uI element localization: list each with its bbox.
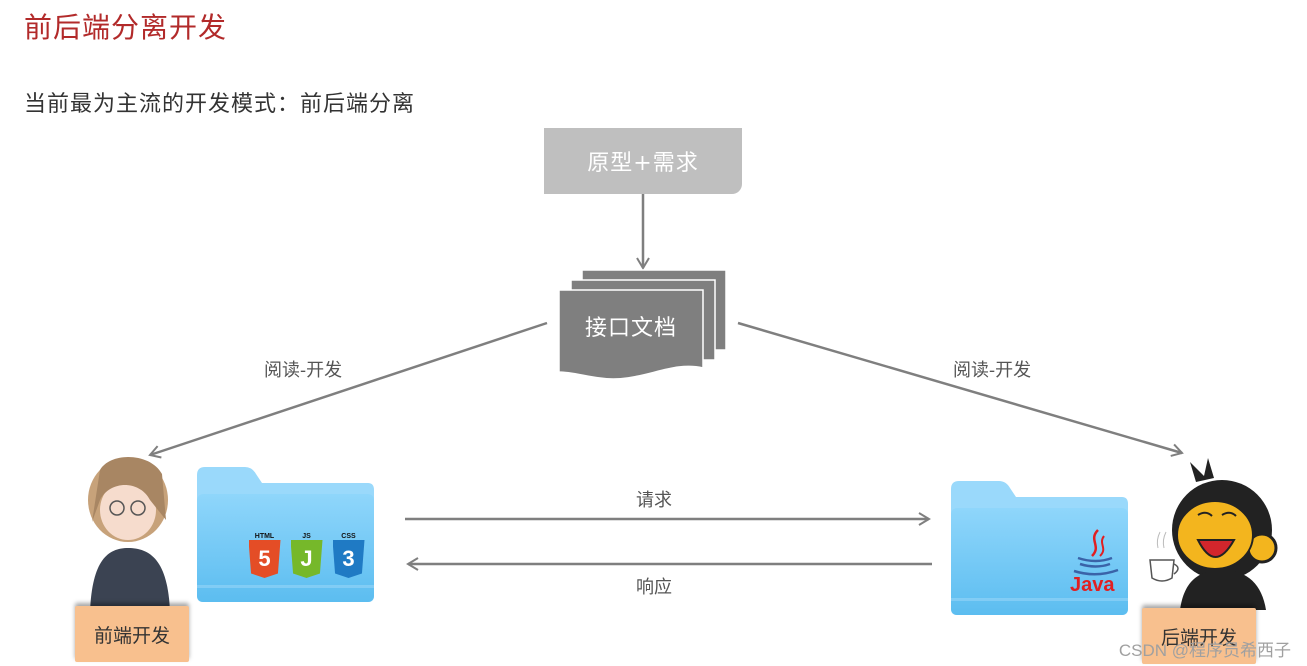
page-subtitle: 当前最为主流的开发模式：前后端分离 [24, 92, 416, 117]
js-label: JS [302, 533, 311, 540]
frontend-dev-node: 前端开发 [75, 606, 189, 662]
backend-dev-label: 后端开发 [1160, 626, 1237, 649]
html5-badge: HTML 5 [248, 533, 281, 578]
java-logo-icon [1073, 529, 1119, 576]
api-doc-stack-icon [558, 269, 727, 380]
css3-badge: CSS 3 [332, 533, 365, 578]
arrow-doc-to-frontend [148, 321, 548, 459]
frontend-developer-avatar [88, 456, 170, 612]
html5-shield-icon: 5 [248, 540, 281, 578]
page-title: 前后端分离开发 [24, 11, 228, 44]
backend-developer-avatar [1149, 458, 1278, 610]
frontend-tech-badges: HTML 5 JS J CSS 3 [248, 533, 365, 578]
js-badge: JS J [290, 533, 323, 578]
css3-label: CSS [341, 533, 356, 540]
prototype-requirements-label: 原型+需求 [587, 151, 699, 176]
edge-label-read-dev-right: 阅读-开发 [953, 360, 1032, 381]
api-doc-label: 接口文档 [584, 316, 677, 341]
backend-dev-node: 后端开发 [1142, 608, 1256, 664]
prototype-requirements-node: 原型+需求 [544, 128, 742, 194]
backend-folder-icon [951, 481, 1128, 615]
edge-label-response: 响应 [636, 577, 672, 598]
frontend-folder-icon [197, 467, 374, 602]
watermark: CSDN @程序员希西子 [1118, 641, 1291, 660]
edge-label-read-dev-left: 阅读-开发 [264, 360, 343, 381]
frontend-dev-label: 前端开发 [93, 624, 170, 647]
arrow-doc-to-backend [737, 321, 1184, 457]
js-shield-icon: J [290, 540, 323, 578]
java-logo-text: Java [1070, 574, 1115, 596]
html5-label: HTML [254, 533, 275, 540]
css3-shield-icon: 3 [332, 540, 365, 578]
edge-label-request: 请求 [636, 490, 672, 511]
